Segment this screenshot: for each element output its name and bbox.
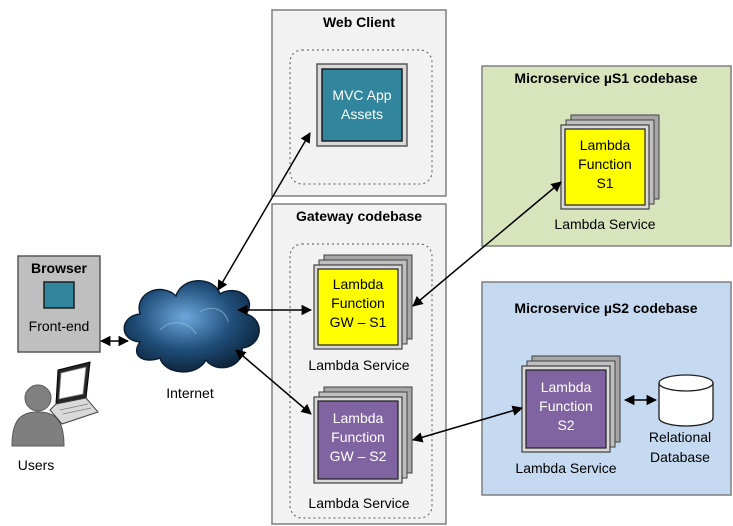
lambda-gw-s2-line1: Lambda [333,410,384,426]
browser-title: Browser [31,260,88,276]
lambda-gw-s1-line1: Lambda [333,276,384,292]
lambda-gw-s2-service-label: Lambda Service [308,495,409,511]
internet-cloud-icon [123,280,260,373]
lambda-s1-stack: Lambda Function S1 [560,114,660,210]
lambda-s2-line1: Lambda [541,379,592,395]
database-label-line1: Relational [649,429,711,445]
lambda-gw-s2-stack: Lambda Function GW – S2 [313,386,413,484]
arrow-gw-s2-lambda-s2 [411,405,524,443]
lambda-s2-service-label: Lambda Service [515,460,616,476]
lambda-gw-s1-line3: GW – S1 [330,314,387,330]
database-label-line2: Database [650,449,710,465]
gateway-dotted-boundary [289,243,433,519]
lambda-gw-s1-line2: Function [331,295,385,311]
microservice-s2-title: Microservice µS2 codebase [514,300,697,316]
lambda-s2-line2: Function [539,398,593,414]
lambda-gw-s1-service-label: Lambda Service [308,357,409,373]
browser-panel: Browser Front-end [17,255,101,353]
lambda-s1-service-label: Lambda Service [554,216,655,232]
arrow-internet-gw-s2 [235,349,312,415]
lambda-s1-line1: Lambda [580,137,631,153]
microservice-s1-title: Microservice µS1 codebase [514,70,697,86]
web-client-panel: Web Client MVC App Assets [271,9,447,197]
lambda-gw-s2-line2: Function [331,429,385,445]
gateway-panel: Gateway codebase Lambda Function GW – S1… [271,203,447,525]
internet-label: Internet [166,385,214,401]
front-end-square [43,281,75,309]
arrow-internet-webclient [217,132,311,291]
database-cylinder-icon [658,374,714,427]
mvc-app-label: MVC App [332,87,391,103]
lambda-gw-s1-stack: Lambda Function GW – S1 [313,254,413,350]
web-client-title: Web Client [323,14,395,30]
lambda-s1-line3: S1 [596,175,613,191]
gateway-title: Gateway codebase [296,208,422,224]
web-client-dotted-boundary [289,49,433,185]
user-icon [11,384,65,447]
front-end-label: Front-end [29,318,90,334]
lambda-s2-line3: S2 [557,417,574,433]
microservice-s1-panel: Microservice µS1 codebase Lambda Functio… [481,65,732,247]
microservice-s2-panel: Microservice µS2 codebase Lambda Functio… [481,281,732,496]
assets-label: Assets [341,106,383,122]
lambda-s2-stack: Lambda Function S2 [521,355,621,453]
mvc-app-assets-component: MVC App Assets [316,63,408,147]
lambda-gw-s2-line3: GW – S2 [330,448,387,464]
arrow-gw-s1-lambda-s1 [412,181,562,307]
users-label: Users [18,457,55,473]
laptop-icon [49,361,99,425]
lambda-s1-line2: Function [578,156,632,172]
